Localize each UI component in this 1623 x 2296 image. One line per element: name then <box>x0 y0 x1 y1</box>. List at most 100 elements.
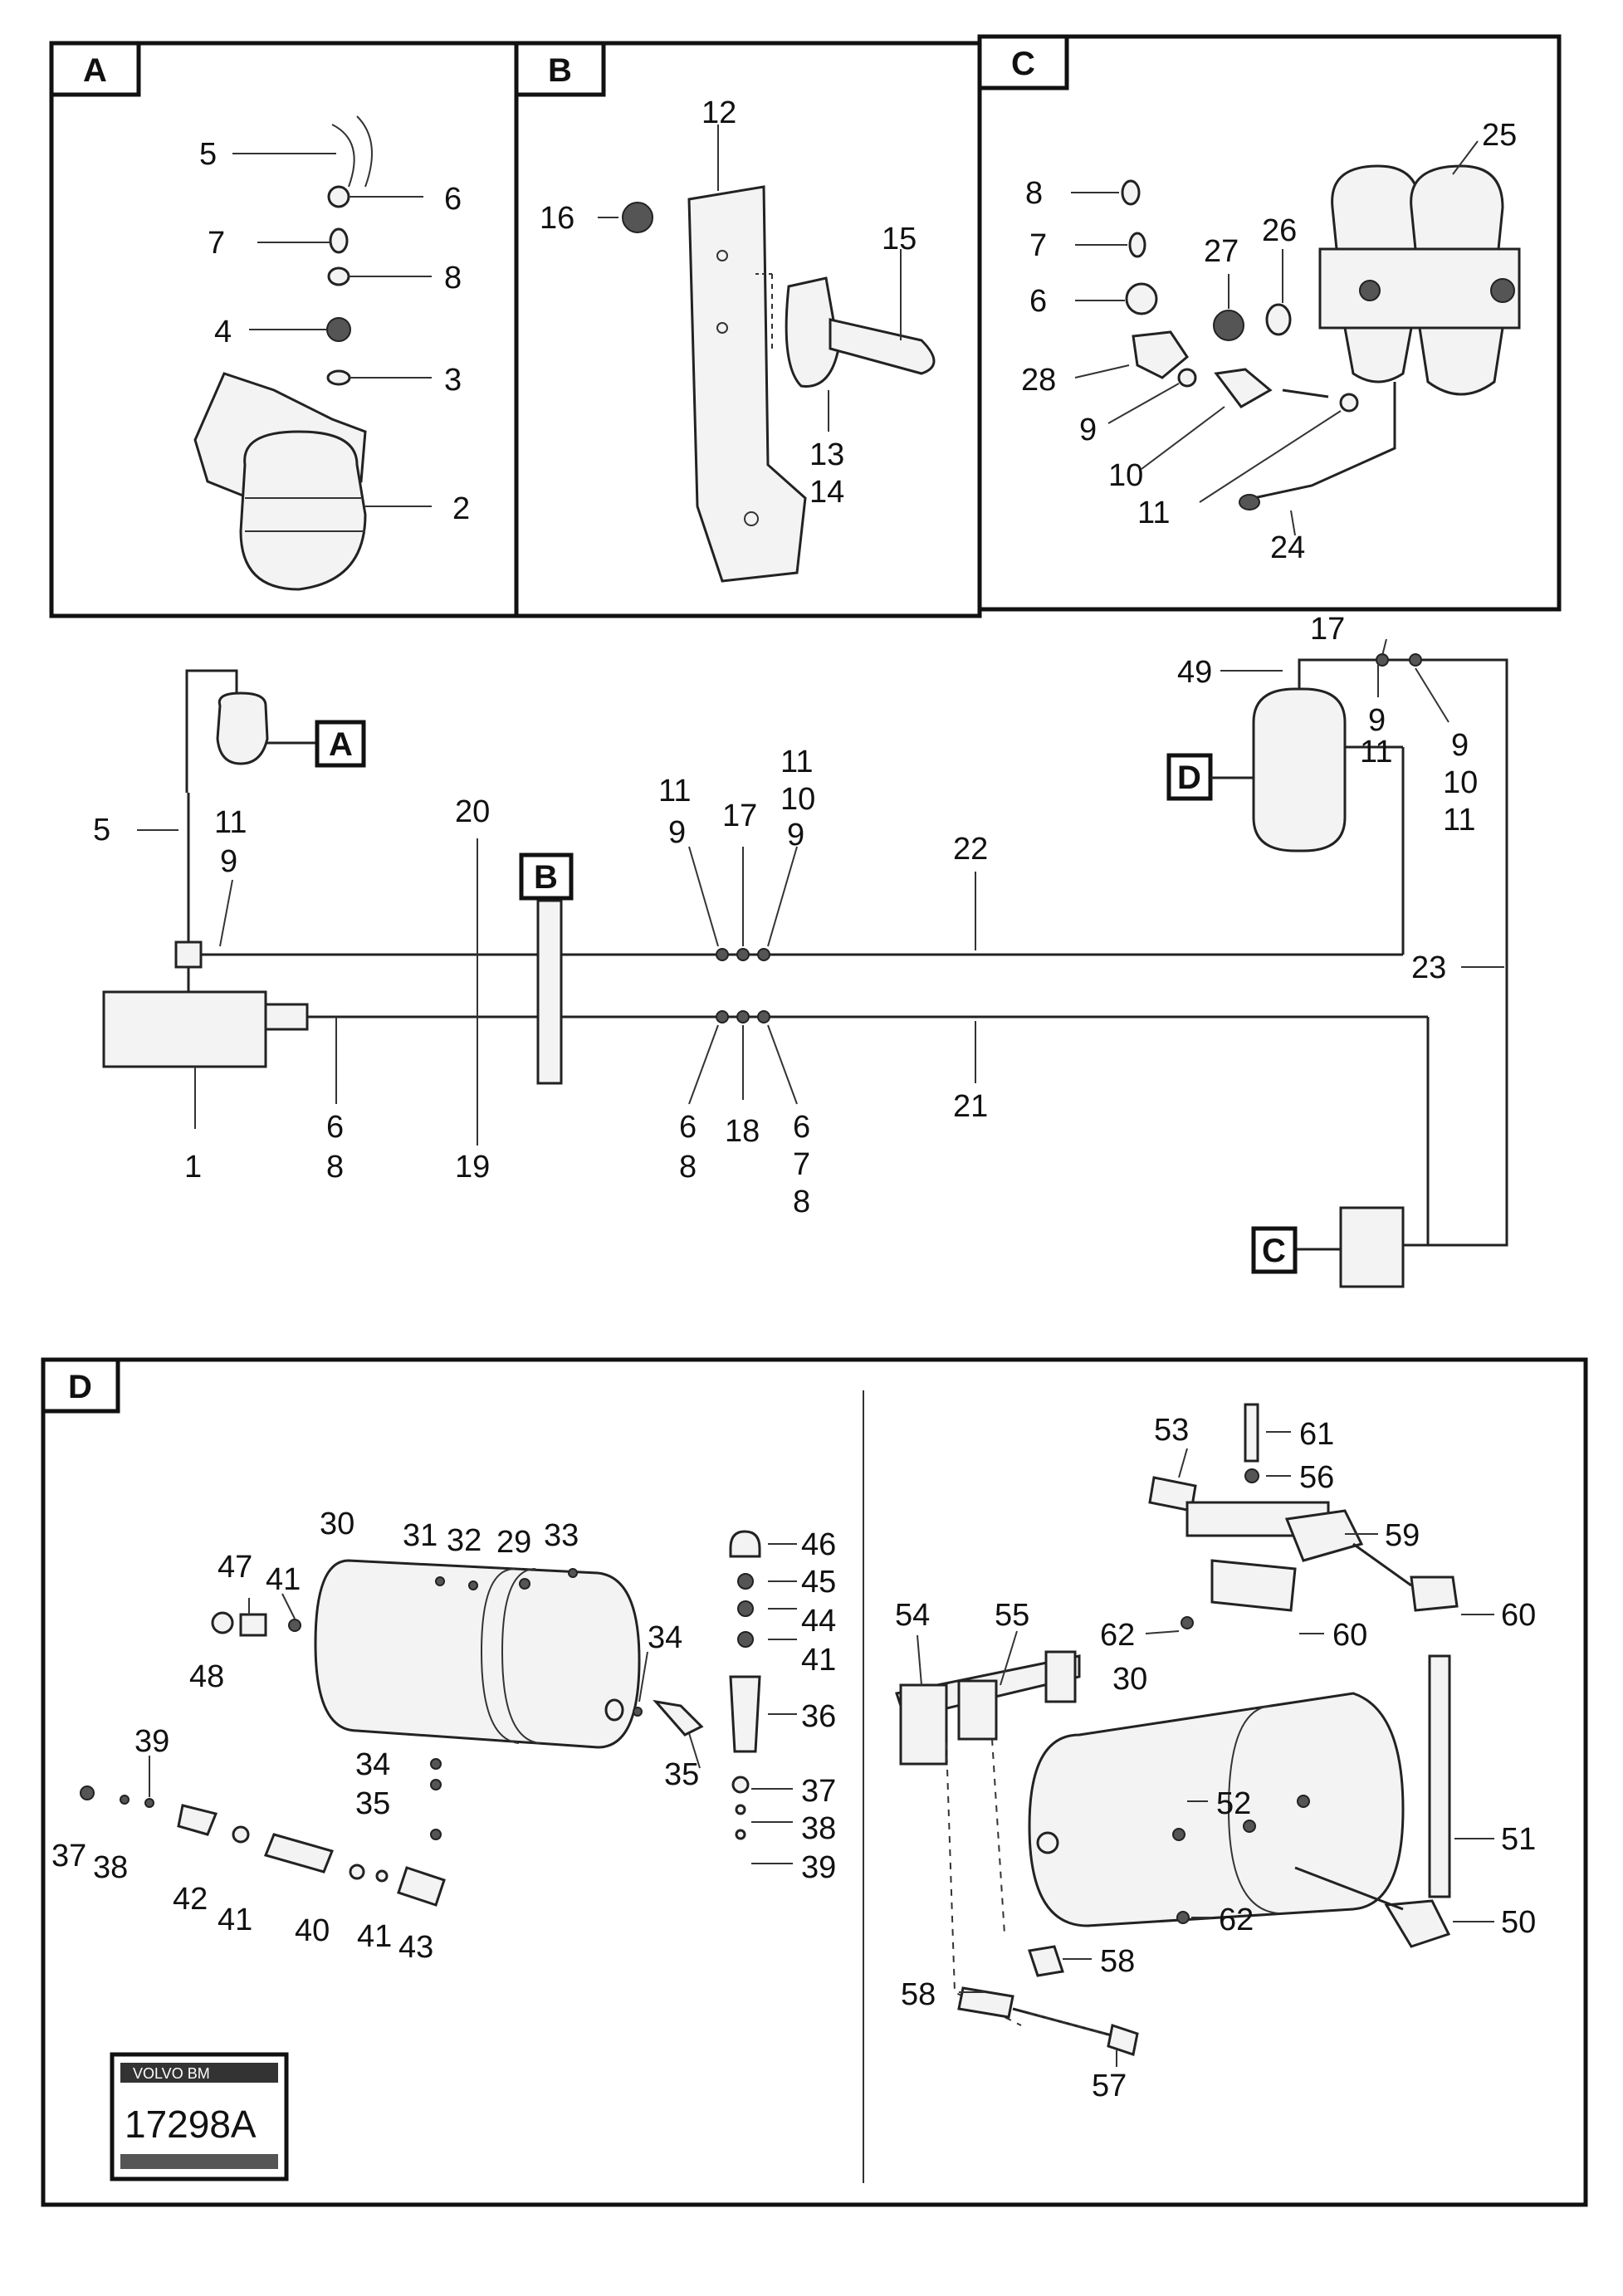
label: 29 <box>496 1525 531 1560</box>
coupling-icon <box>716 948 729 961</box>
label: 55 <box>995 1598 1029 1633</box>
plug-icon <box>568 1568 578 1578</box>
washer-icon <box>327 266 350 286</box>
panel-d-frame <box>41 1357 1588 2207</box>
stamp-footer-bar <box>120 2154 278 2169</box>
leader <box>1000 1630 1018 1686</box>
label: 11 <box>1443 803 1475 838</box>
label: 37 <box>51 1839 86 1873</box>
label: 9 <box>1368 703 1386 738</box>
tank-seam-2 <box>501 1568 540 1744</box>
hose-icon <box>331 124 355 188</box>
label: 31 <box>403 1518 438 1553</box>
leader <box>1074 364 1130 379</box>
clamp-icon-2 <box>957 1679 998 1741</box>
valve-c-icon <box>1339 1206 1405 1288</box>
washer-icon <box>375 1869 389 1883</box>
leader <box>917 1634 922 1686</box>
washer-icon <box>1244 1468 1259 1483</box>
label: 43 <box>398 1930 433 1965</box>
label: 45 <box>801 1565 836 1600</box>
label: 8 <box>444 261 462 296</box>
pipe-line <box>1298 658 1508 1247</box>
label: 39 <box>801 1850 836 1885</box>
label: 39 <box>134 1724 169 1759</box>
nut-icon <box>737 1573 754 1590</box>
label: 42 <box>173 1882 208 1917</box>
valve-chamber-icon-2 <box>1410 164 1504 251</box>
coupling-icon <box>736 1010 750 1023</box>
panel-b-tag: B <box>548 52 572 89</box>
leader <box>688 846 719 947</box>
label: 26 <box>1262 213 1297 248</box>
label: 38 <box>801 1811 836 1846</box>
fitting-icon <box>177 1804 218 1836</box>
label: 38 <box>93 1850 128 1885</box>
clamp-icon-3 <box>1044 1650 1077 1703</box>
label: 25 <box>1482 118 1517 153</box>
pipe-icon <box>1282 388 1329 398</box>
nipple-icon <box>326 317 351 342</box>
dash <box>991 1738 1005 1935</box>
hole-icon <box>716 250 728 261</box>
air-tank-icon <box>314 1559 641 1749</box>
plug-icon <box>468 1580 478 1590</box>
ring-icon <box>1121 179 1141 206</box>
label: 9 <box>220 844 237 879</box>
unloader-icon <box>216 691 269 765</box>
brake-valve-icon <box>785 276 840 388</box>
drain-icon <box>604 1698 624 1722</box>
hose-line-2 <box>1029 2012 1105 2035</box>
bracket-b-icon <box>536 899 563 1085</box>
lever-icon <box>829 318 936 375</box>
valve-chamber-icon <box>1331 164 1421 251</box>
panel-a: A 5 6 7 8 4 3 2 <box>49 41 519 618</box>
label: 51 <box>1501 1822 1536 1857</box>
coupling-icon <box>757 948 770 961</box>
leader <box>638 1651 648 1702</box>
panel-c: C 25 8 7 6 27 26 <box>977 34 1562 612</box>
label: 62 <box>1100 1618 1135 1653</box>
coupling-icon <box>1376 653 1389 667</box>
clamp-icon <box>899 1683 948 1766</box>
bolt-icon-4 <box>1176 1911 1190 1924</box>
panel-c-tag: C <box>1011 46 1035 82</box>
hose-icon-2 <box>356 115 373 188</box>
label: 62 <box>1219 1903 1254 1937</box>
panel-d: D <box>41 1357 1588 2207</box>
washer-icon <box>430 1829 442 1840</box>
label: 21 <box>953 1089 988 1124</box>
label: 57 <box>1092 2069 1127 2103</box>
label: 46 <box>801 1527 836 1562</box>
label: 11 <box>1360 735 1392 769</box>
label: 32 <box>447 1523 482 1558</box>
connector-icon <box>1214 368 1273 408</box>
callout-b-box <box>519 852 574 901</box>
dash <box>946 1742 1022 2026</box>
label: 8 <box>1025 176 1043 211</box>
coupling-icon <box>736 948 750 961</box>
label: 6 <box>1029 284 1047 319</box>
drain-icon <box>1036 1831 1059 1854</box>
fitting-icon <box>1410 1575 1459 1612</box>
label: 50 <box>1501 1905 1536 1940</box>
label: 4 <box>214 315 232 349</box>
nut-icon <box>327 185 350 208</box>
valve-icon <box>174 940 203 969</box>
cap-icon-2 <box>729 1530 761 1558</box>
label: 9 <box>787 818 804 852</box>
label: 11 <box>658 774 691 808</box>
label: 59 <box>1385 1518 1420 1553</box>
label: 54 <box>895 1598 930 1633</box>
label: 48 <box>189 1659 224 1694</box>
leader <box>1145 1630 1180 1634</box>
leader <box>767 1024 798 1105</box>
label: 6 <box>326 1110 344 1145</box>
label: 6 <box>444 182 462 217</box>
label: 34 <box>648 1620 682 1655</box>
fitting-icon <box>239 1613 267 1637</box>
coupling-icon <box>757 1010 770 1023</box>
label: 11 <box>214 805 247 840</box>
panel-a-tag: A <box>83 52 107 89</box>
callout-c: C <box>1262 1233 1286 1269</box>
